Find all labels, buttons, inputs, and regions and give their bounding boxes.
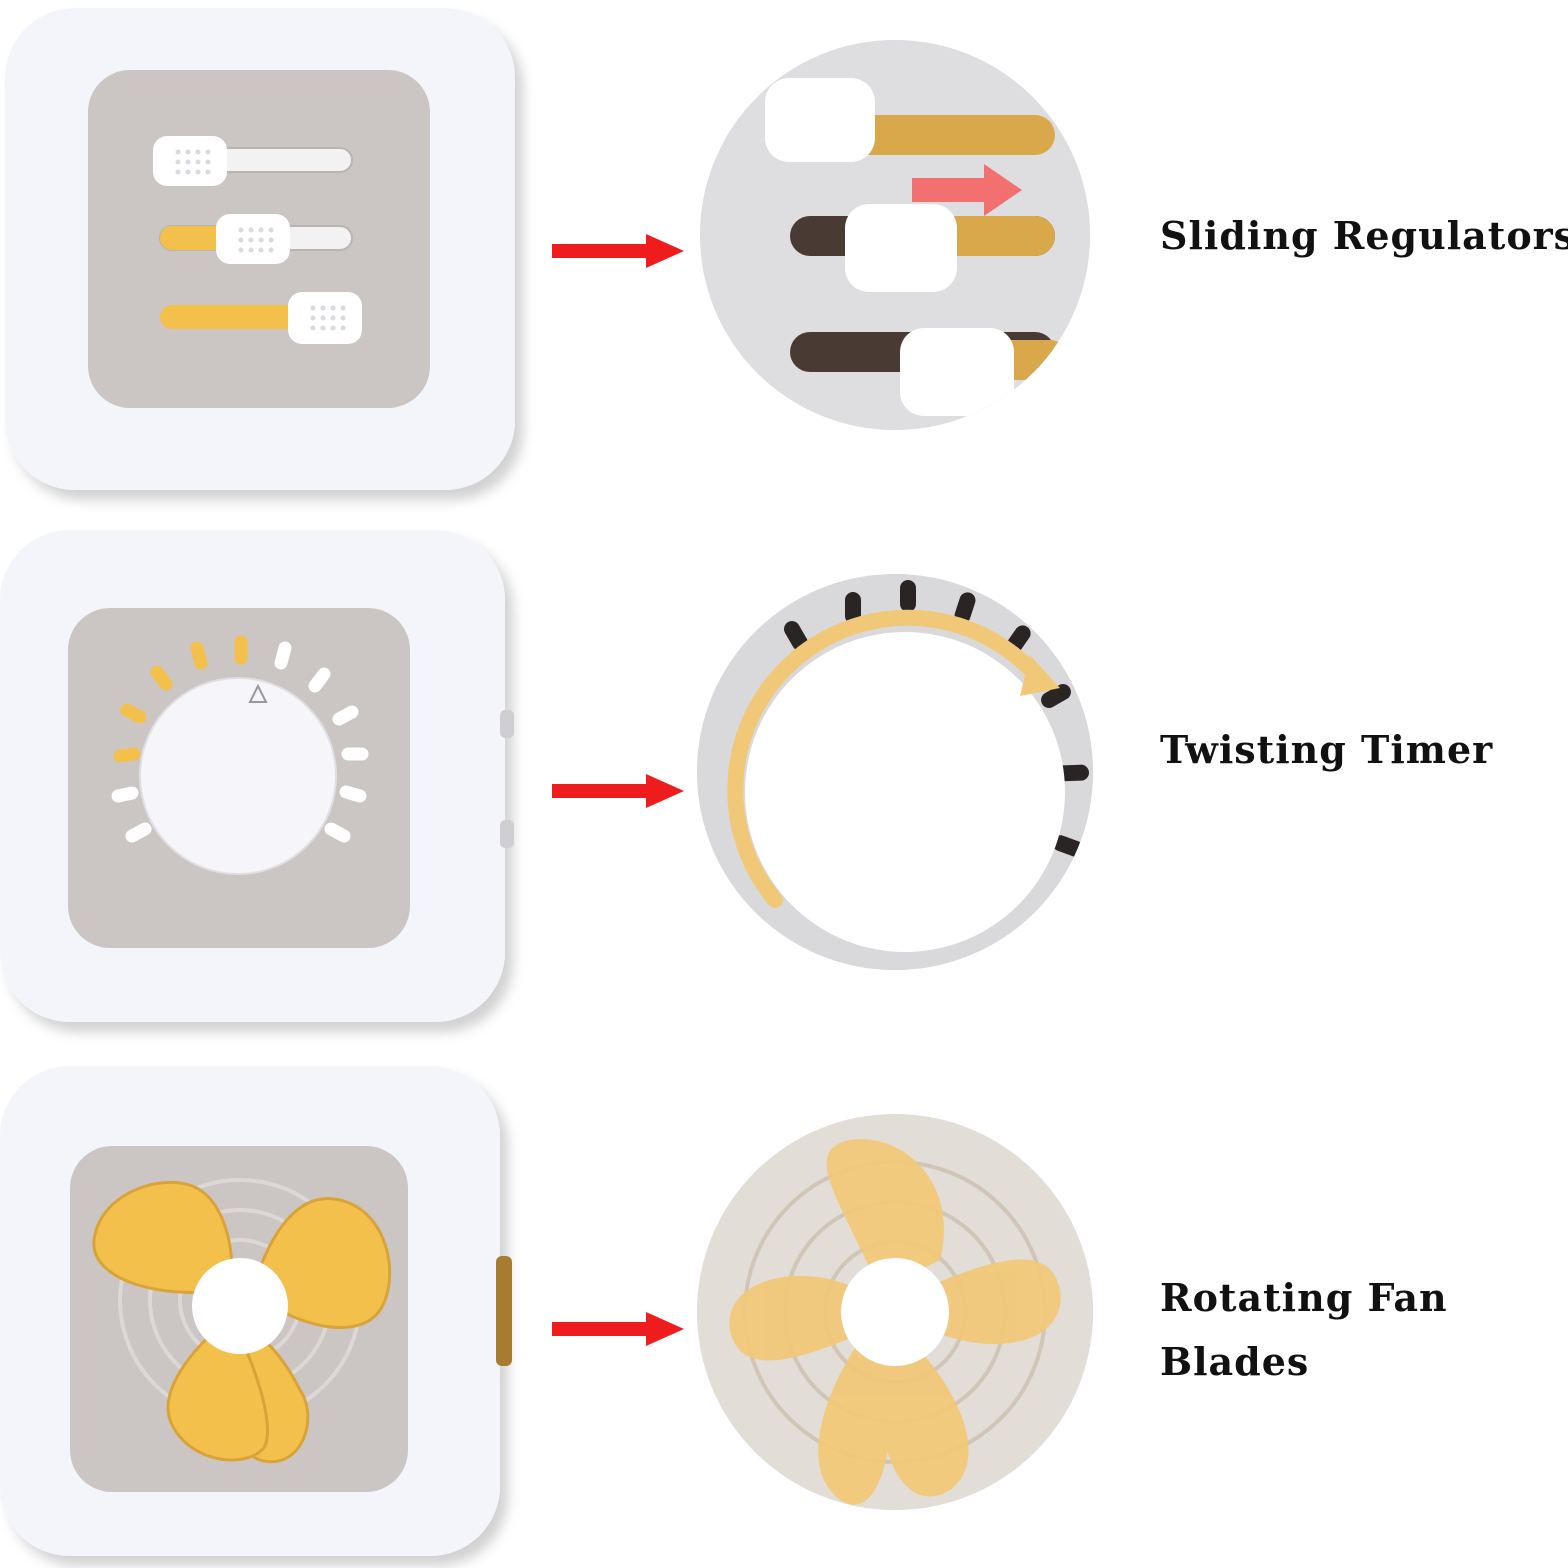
label-line: Rotating Fan bbox=[1160, 1275, 1448, 1320]
twisting-timer-artwork bbox=[0, 530, 1093, 1022]
slider-zoom-detail bbox=[700, 40, 1090, 430]
right-arrow-icon bbox=[552, 234, 684, 268]
fan-device bbox=[0, 1066, 512, 1556]
right-arrow-icon bbox=[552, 774, 684, 808]
feature-row-twisting-timer: Twisting Timer bbox=[0, 520, 1568, 1060]
timer-knob[interactable] bbox=[139, 677, 337, 875]
sliding-regulators-artwork bbox=[5, 8, 1090, 490]
right-arrow-icon bbox=[552, 1312, 684, 1346]
timer-device bbox=[0, 530, 514, 1022]
fan-hub-zoom bbox=[841, 1258, 949, 1366]
fan-artwork bbox=[0, 1066, 1093, 1556]
label-line: Sliding Regulators bbox=[1160, 213, 1568, 258]
feature-label-rotating-fan-blades: Rotating Fan Blades bbox=[1160, 1266, 1448, 1394]
feature-row-sliding-regulators: Sliding Regulators bbox=[0, 0, 1568, 520]
slider-device bbox=[5, 8, 515, 490]
label-line: Twisting Timer bbox=[1160, 727, 1494, 772]
feature-row-rotating-fan-blades: Rotating Fan Blades bbox=[0, 1060, 1568, 1568]
feature-label-sliding-regulators: Sliding Regulators bbox=[1160, 204, 1568, 268]
timer-knob-zoom bbox=[745, 632, 1065, 952]
fan-hub bbox=[192, 1258, 288, 1354]
feature-label-twisting-timer: Twisting Timer bbox=[1160, 718, 1493, 782]
fan-zoom-detail bbox=[697, 1114, 1093, 1510]
timer-zoom-detail bbox=[697, 574, 1093, 970]
label-line: Blades bbox=[1160, 1339, 1310, 1384]
